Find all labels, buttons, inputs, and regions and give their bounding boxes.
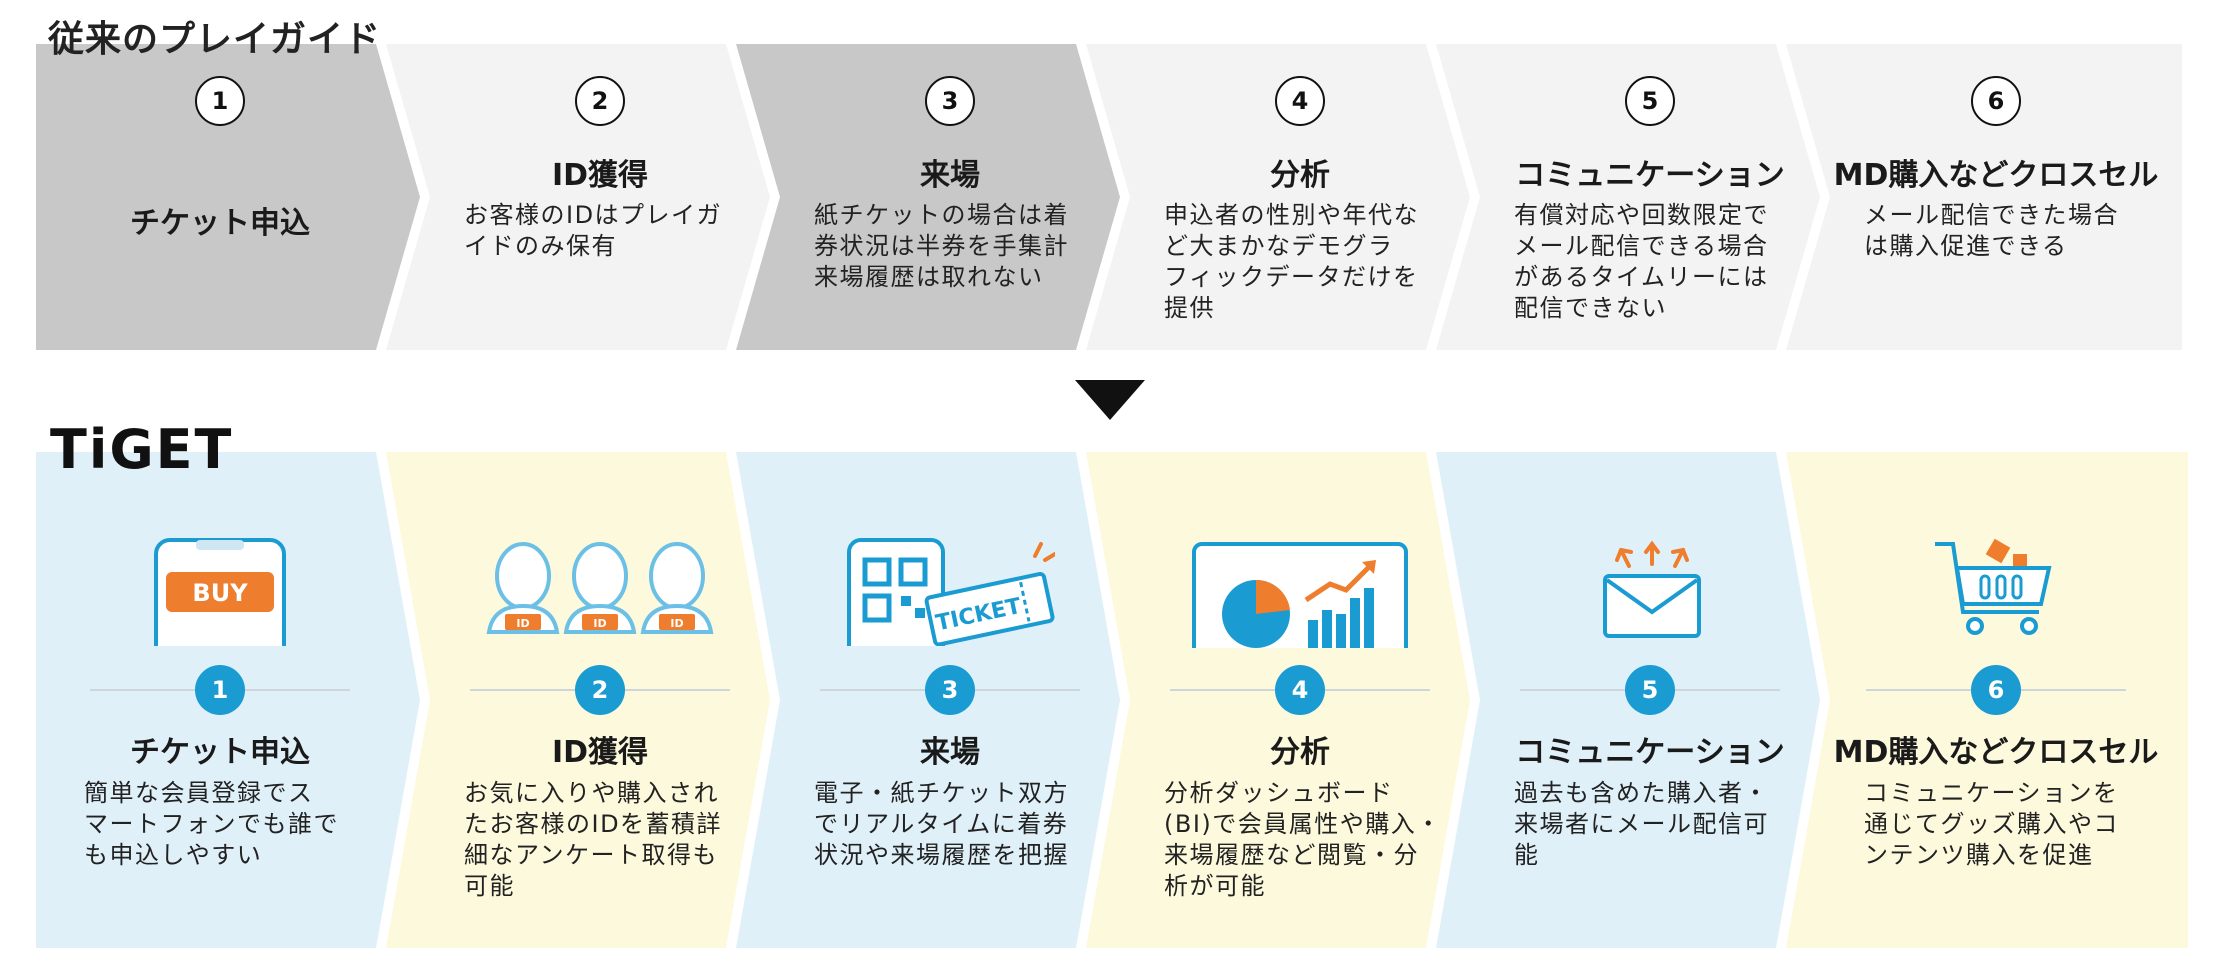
- tiget-step-number-3: 3: [925, 665, 975, 715]
- svg-text:ID: ID: [670, 617, 683, 630]
- tiget-step-desc-5: 過去も含めた購入者・来場者にメール配信可能: [1514, 779, 1769, 869]
- tiget-step-title-2: ID獲得: [551, 735, 649, 770]
- smartphone-buy-icon: BUY: [150, 536, 290, 646]
- trad-step-title-2: ID獲得: [551, 158, 649, 193]
- tiget-step-desc-2: お気に入りや購入されたお客様のIDを蓄積詳細なアンケート取得も可能: [464, 779, 723, 900]
- chevron-step-3: [736, 44, 1120, 350]
- tiget-step-desc-1: 簡単な会員登録でスマートフォンでも誰でも申込しやすい: [84, 779, 339, 869]
- trad-step-title-1: チケット申込: [130, 206, 310, 241]
- down-arrow-icon: [1075, 380, 1145, 420]
- tiget-step-title-3: 来場: [920, 735, 980, 770]
- tiget-step-title-5: コミュニケーション: [1515, 735, 1785, 770]
- trad-step-number-3: 3: [925, 76, 975, 126]
- trad-step-title-4: 分析: [1270, 158, 1330, 193]
- trad-step-number-6: 6: [1971, 76, 2021, 126]
- chevron-step-4: [1086, 44, 1470, 350]
- trad-step-number-1: 1: [195, 76, 245, 126]
- shopping-cart-icon: [1931, 532, 2061, 642]
- trad-step-title-3: 来場: [920, 158, 980, 193]
- tiget-step-number-2: 2: [575, 665, 625, 715]
- mail-icon: [1595, 536, 1705, 646]
- tiget-step-title-4: 分析: [1270, 735, 1330, 770]
- tiget-step-number-5: 5: [1625, 665, 1675, 715]
- qr-ticket-icon: TICKET: [845, 536, 1055, 646]
- tiget-step-desc-3: 電子・紙チケット双方でリアルタイムに着券状況や来場履歴を把握: [814, 779, 1069, 869]
- trad-step-desc-2: お客様のIDはプレイガイドのみ保有: [464, 201, 723, 260]
- tiget-step-number-6: 6: [1971, 665, 2021, 715]
- tiget-step-desc-4: 分析ダッシュボード(BI)で会員属性や購入・来場履歴など閲覧・分析が可能: [1164, 779, 1442, 900]
- chevron-step-6: [1786, 44, 2182, 350]
- tiget-step-desc-6: コミュニケーションを通じてグッズ購入やコンテンツ購入を促進: [1864, 779, 2119, 869]
- chevron-step-5: [1436, 44, 1820, 350]
- tiget-logo-text: TiGET: [50, 420, 233, 476]
- trad-step-title-5: コミュニケーション: [1515, 158, 1785, 193]
- trad-step-desc-4: 申込者の性別や年代など大まかなデモグラフィックデータだけを提供: [1164, 201, 1419, 322]
- dashboard-chart-icon: [1190, 538, 1410, 648]
- trad-step-desc-5: 有償対応や回数限定でメール配信できる場合があるタイムリーには配信できない: [1514, 201, 1769, 322]
- trad-step-desc-6: メール配信できた場合は購入促進できる: [1864, 201, 2119, 260]
- tiget-step-title-6: MD購入などクロスセル: [1833, 735, 2159, 770]
- svg-text:ID: ID: [593, 617, 606, 630]
- user-id-icon: ID ID ID: [485, 536, 715, 636]
- trad-step-title-6: MD購入などクロスセル: [1833, 158, 2159, 193]
- chevron-step-1: [36, 44, 420, 350]
- trad-step-number-2: 2: [575, 76, 625, 126]
- trad-step-desc-3: 紙チケットの場合は着券状況は半券を手集計来場履歴は取れない: [814, 201, 1069, 291]
- trad-step-number-4: 4: [1275, 76, 1325, 126]
- svg-text:ID: ID: [516, 617, 529, 630]
- traditional-chevron-row: [36, 44, 2182, 350]
- tiget-chevron-row: [36, 452, 2188, 948]
- section-title: 従来のプレイガイド: [48, 19, 382, 60]
- svg-text:BUY: BUY: [192, 579, 248, 607]
- tiget-step-title-1: チケット申込: [130, 735, 310, 770]
- trad-step-number-5: 5: [1625, 76, 1675, 126]
- tiget-step-number-1: 1: [195, 665, 245, 715]
- tiget-logo: TiGET: [50, 418, 250, 481]
- chevron-step-2: [386, 44, 770, 350]
- tiget-step-number-4: 4: [1275, 665, 1325, 715]
